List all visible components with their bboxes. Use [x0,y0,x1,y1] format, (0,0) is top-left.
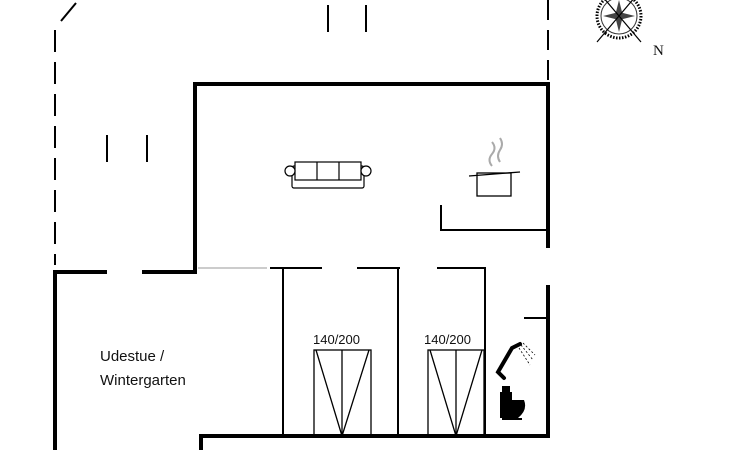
terrace-outline [54,0,549,265]
bed-icon [313,349,372,439]
interior-walls [198,205,548,436]
north-label: N [653,43,664,59]
shower-icon [495,342,536,380]
sofa-icon [284,161,372,189]
bed-size-label: 140/200 [313,332,360,347]
room-label-sunroom-2: Wintergarten [100,372,186,389]
bed-icon [427,349,485,439]
cooking-pot-icon [468,137,521,197]
toilet-icon [500,386,526,420]
room-label-sunroom: Udestue / [100,348,165,365]
bed-size-label: 140/200 [424,332,471,347]
compass-rose-icon [595,0,643,43]
